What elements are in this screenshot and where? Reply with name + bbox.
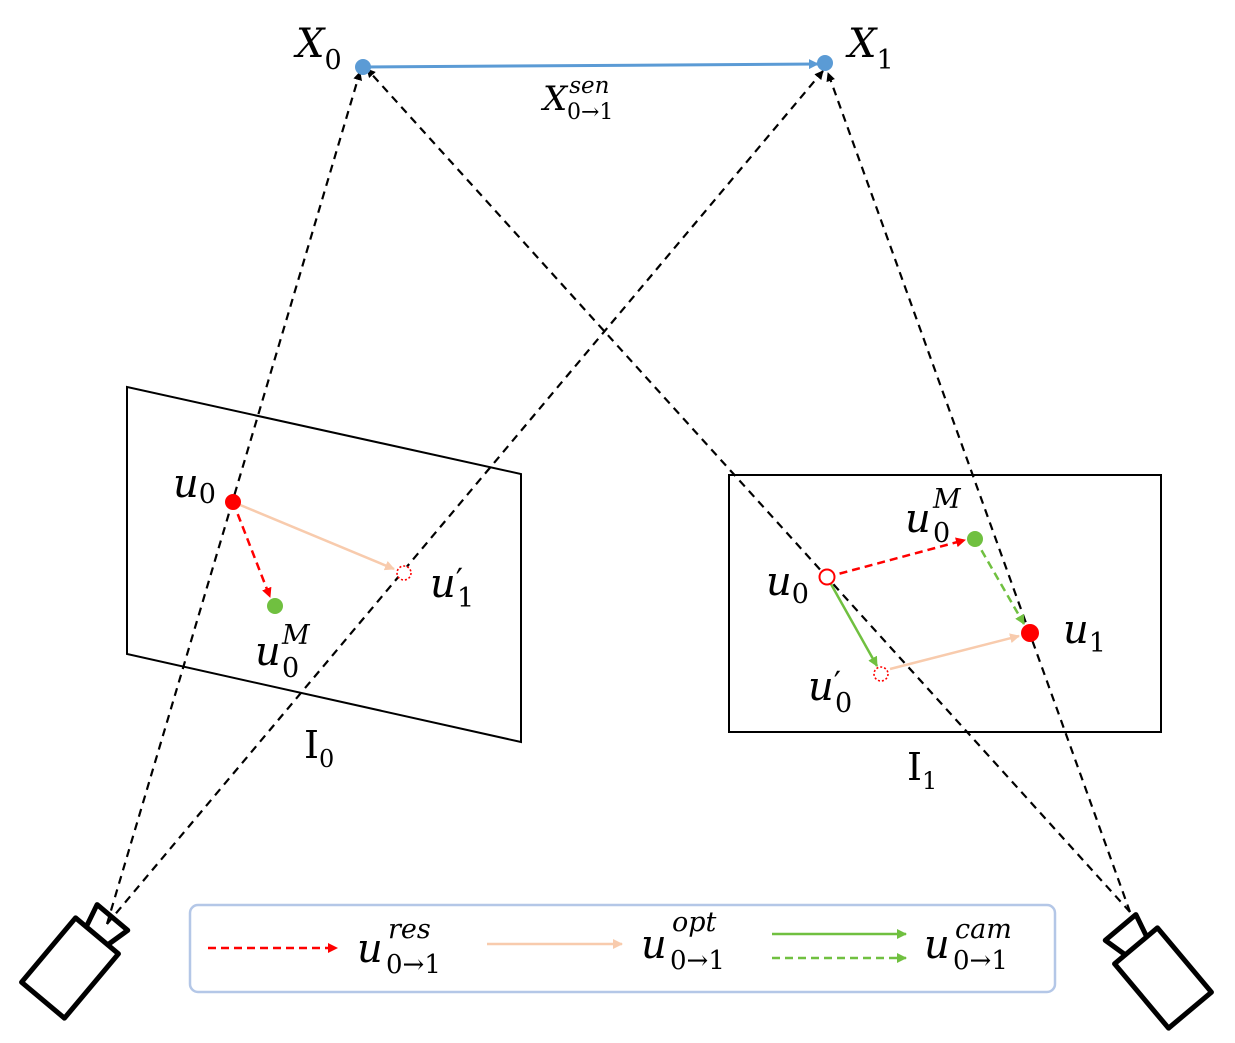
label-X0: X0 bbox=[293, 21, 342, 76]
image-plane-0 bbox=[126, 385, 522, 744]
legend-label-res-sub: 0→1 bbox=[386, 950, 441, 980]
label-img1-u0M-sup: M bbox=[932, 484, 962, 515]
legend-label-cam-sub: 0→1 bbox=[953, 946, 1008, 976]
world-point-X1 bbox=[817, 55, 833, 71]
camera-icon bbox=[19, 902, 131, 1021]
legend-label-res-sup: res bbox=[388, 914, 431, 945]
img1-residual-flow-arrow bbox=[826, 537, 966, 579]
label-img1-u0-prime-sub: 0 bbox=[835, 688, 852, 719]
label-sensor-flow: Xsen bbox=[540, 73, 609, 119]
ray-cam1-X1 bbox=[826, 72, 1132, 913]
img1-u0-point bbox=[818, 568, 836, 586]
ray-cam0-X1 bbox=[106, 70, 824, 925]
label-img0-u0M-sup: M bbox=[281, 620, 311, 651]
img1-camera-flow-dashed-arrow bbox=[973, 538, 1026, 625]
label-image0: I0 bbox=[304, 723, 334, 773]
label-image1: I1 bbox=[907, 745, 937, 795]
image-plane-1 bbox=[728, 474, 1162, 733]
label-img1-u0M: u bbox=[905, 496, 931, 542]
label-img0-u0M-sub: 0 bbox=[282, 653, 299, 684]
legend-label-opt-sub: 0→1 bbox=[670, 946, 725, 976]
legend-label-cam-sup: cam bbox=[955, 914, 1012, 945]
world-point-X0 bbox=[355, 59, 371, 75]
camera-icon bbox=[1102, 912, 1214, 1031]
img0-optical-flow-arrow bbox=[232, 500, 395, 571]
label-X1: X1 bbox=[845, 21, 894, 76]
label-img0-u0M: u bbox=[255, 629, 281, 675]
img1-u0-prime-point bbox=[873, 666, 889, 682]
img0-u0M-point bbox=[267, 598, 283, 614]
sensor-flow-arrow bbox=[362, 59, 819, 70]
legend-label-cam: u bbox=[924, 922, 950, 968]
label-img1-u0-prime: u′ bbox=[808, 664, 841, 710]
label-img0-u0: u0 bbox=[173, 461, 216, 510]
label-img1-u1: u1 bbox=[1063, 607, 1106, 659]
label-sensor-flow-sub: 0→1 bbox=[567, 100, 613, 125]
label-img1-u0M-sub: 0 bbox=[933, 518, 950, 549]
img0-u0-point bbox=[225, 494, 241, 510]
legend-label-opt-sup: opt bbox=[672, 907, 717, 938]
img1-u0M-point bbox=[967, 531, 983, 547]
label-img1-u0: u0 bbox=[766, 559, 809, 610]
img0-u1-prime-point bbox=[396, 565, 412, 581]
legend-label-opt: u bbox=[641, 922, 667, 968]
label-img0-u1-prime-sub: 1 bbox=[457, 583, 474, 614]
img0-residual-flow-arrow bbox=[231, 501, 272, 598]
img1-optical-flow-arrow bbox=[889, 633, 1020, 671]
img1-camera-flow-solid-arrow bbox=[825, 576, 879, 667]
img1-u1-point bbox=[1021, 624, 1039, 642]
ray-cam1-X0 bbox=[366, 68, 1131, 913]
label-img0-u1-prime: u′ bbox=[430, 561, 463, 607]
legend-label-res: u bbox=[357, 926, 383, 972]
